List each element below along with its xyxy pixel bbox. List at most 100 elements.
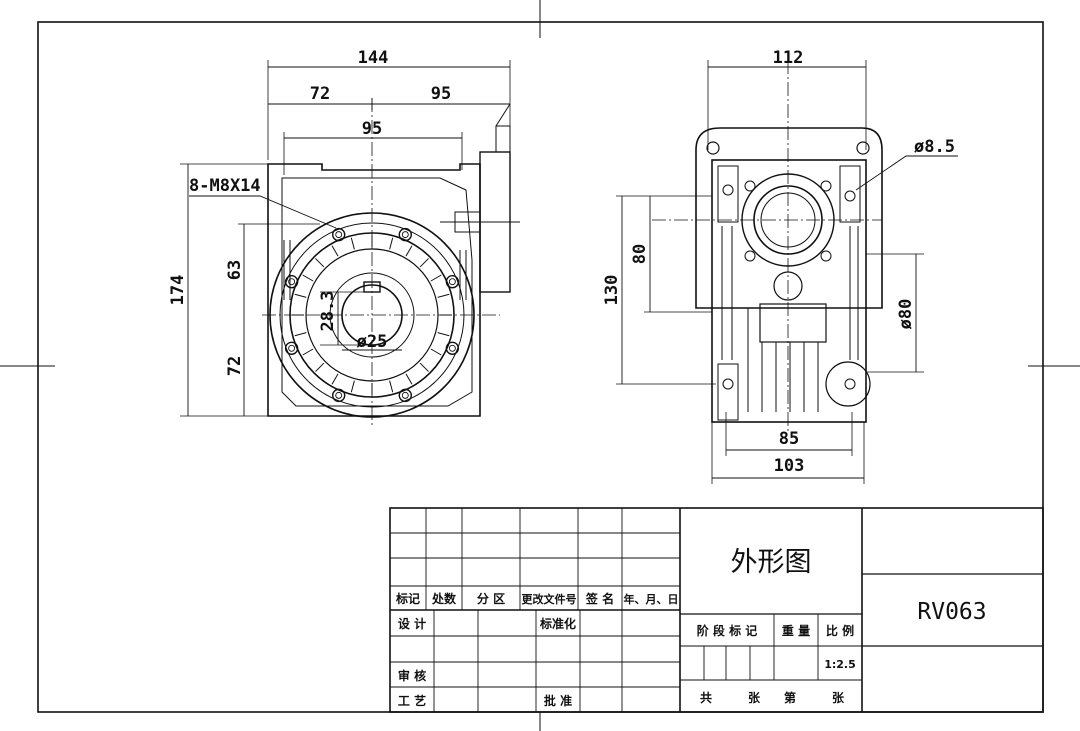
tapped-hole — [284, 275, 299, 289]
label-zone: 分 区 — [477, 591, 505, 606]
label-approve: 批 准 — [544, 693, 572, 708]
front-view: 144 72 95 95 8-M8X14 174 63 72 28.3 ø25 — [168, 48, 520, 425]
dim-side-width: 112 — [773, 48, 804, 68]
tapped-hole — [445, 275, 460, 289]
ring-rib — [294, 293, 307, 298]
tapped-hole — [401, 231, 409, 239]
dim-side-height-80: 80 — [630, 244, 650, 264]
dim-base-85: 85 — [779, 429, 799, 449]
ring-rib — [389, 380, 394, 393]
label-process: 工 艺 — [398, 693, 426, 708]
label-standard: 标准化 — [539, 616, 576, 631]
dim-left-width: 72 — [310, 84, 330, 104]
lug-hole-tl — [722, 184, 734, 196]
label-doc: 更改文件号 — [522, 592, 577, 606]
dim-right-width: 95 — [431, 84, 451, 104]
ring-rib — [315, 362, 325, 372]
tapped-hole — [445, 341, 460, 355]
label-scale: 比 例 — [826, 623, 854, 638]
lower-fins — [747, 308, 819, 412]
ring-rib — [350, 237, 355, 250]
flange-hole-tl — [706, 141, 720, 155]
leader-hole — [855, 155, 958, 191]
dim-tapped-holes: 8-M8X14 — [189, 176, 261, 196]
ring-rib — [331, 245, 339, 257]
model-number: RV063 — [917, 599, 986, 625]
dim-hole: ø8.5 — [914, 137, 955, 157]
dim-keyway: 28.3 — [318, 291, 338, 332]
label-review: 审 核 — [398, 668, 426, 683]
ring-rib — [315, 258, 325, 268]
tapped-hole — [335, 391, 343, 399]
label-count: 处数 — [431, 591, 457, 606]
scale-value: 1:2.5 — [824, 658, 856, 671]
dim-side-height-130: 130 — [602, 275, 622, 306]
tapped-holes — [284, 227, 460, 403]
side-view: 112 ø8.5 130 80 ø80 85 103 — [602, 48, 958, 484]
tapped-hole — [448, 344, 456, 352]
label-date: 年、月、日 — [624, 592, 679, 606]
ring-rib — [430, 348, 442, 356]
tapped-hole — [398, 227, 412, 242]
boss-hole-4 — [820, 250, 832, 262]
lug-hole-tr — [844, 190, 856, 202]
lug-hole-br — [844, 378, 856, 390]
boss-hole-1 — [744, 180, 756, 192]
flange-hole-tr — [856, 141, 870, 155]
dim-base-103: 103 — [774, 456, 805, 476]
boss-hole-3 — [744, 250, 756, 262]
ring-rib — [419, 362, 429, 372]
housing-inner-outline — [281, 177, 473, 407]
ring-rib — [405, 245, 413, 257]
tapped-hole — [398, 388, 412, 403]
title-block: 标记 处数 分 区 更改文件号 签 名 年、月、日 设 计 标准化 审 核 工 … — [389, 507, 1044, 713]
ring-rib — [437, 332, 450, 337]
housing-fins — [283, 240, 467, 300]
flange-top-step — [495, 125, 511, 153]
label-weight: 重 量 — [782, 623, 810, 638]
ring-rib — [430, 274, 442, 282]
foot-lug-tl — [717, 165, 739, 223]
dim-lower-height: 72 — [225, 356, 245, 376]
label-mark: 标记 — [395, 591, 420, 606]
ring-rib — [350, 380, 355, 393]
output-hub — [759, 303, 827, 343]
tapped-hole — [288, 278, 296, 286]
ring-rib — [405, 373, 413, 385]
dim-overall-width: 144 — [358, 48, 389, 68]
foot-lug-bl — [717, 363, 739, 421]
label-sign: 签 名 — [585, 591, 614, 606]
boss-hole-2 — [820, 180, 832, 192]
dim-spigot: ø80 — [896, 299, 916, 330]
label-design: 设 计 — [398, 616, 426, 631]
leader-tapped-holes — [189, 195, 337, 229]
drawing-name: 外形图 — [731, 547, 812, 578]
side-ribs — [721, 226, 859, 360]
side-flange-plate — [695, 127, 883, 309]
label-sheets-1: 张 — [748, 690, 761, 705]
ring-rib — [302, 274, 314, 282]
lower-boss — [825, 361, 871, 407]
ring-rib — [331, 373, 339, 385]
foot-lug-tr — [839, 165, 861, 223]
flange-chamfer — [495, 103, 511, 127]
dim-upper-height: 63 — [225, 260, 245, 280]
housing-outline — [267, 163, 481, 417]
tapped-hole — [448, 278, 456, 286]
label-total: 共 — [700, 690, 712, 705]
tapped-hole — [332, 388, 346, 403]
ring-rib — [302, 348, 314, 356]
lug-hole-bl — [722, 378, 734, 390]
tapped-hole — [288, 344, 296, 352]
tapped-hole — [401, 391, 409, 399]
tapped-hole — [332, 227, 346, 242]
ring-rib — [294, 332, 307, 337]
tapped-hole — [335, 231, 343, 239]
side-body — [711, 159, 867, 423]
ring-rib — [437, 293, 450, 298]
ring-rib — [419, 258, 429, 268]
sheet-border — [37, 21, 1044, 713]
label-page: 第 — [784, 690, 796, 705]
label-stage: 阶 段 标 记 — [697, 623, 758, 638]
